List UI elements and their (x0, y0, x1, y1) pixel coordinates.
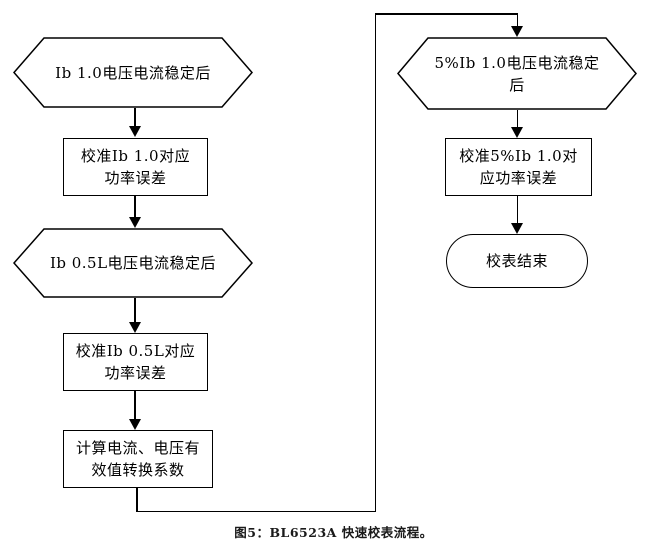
hexagon-shape (13, 228, 253, 298)
node-5ib10-stable: 5%Ib 1.0电压电流稳定 后 (397, 37, 637, 110)
arrow-down-icon (129, 126, 141, 137)
connector-cal-to-ib05l (134, 196, 136, 218)
arrow-down-icon (511, 127, 523, 138)
node-label: Ib 0.5L电压电流稳定后 (49, 254, 217, 272)
connector-ib10-to-cal (134, 108, 136, 127)
arrow-down-icon (129, 419, 141, 430)
connector-feedback-into-hex (516, 13, 518, 27)
node-label: 校准5%Ib 1.0对 应功率误差 (459, 147, 578, 187)
node-calibration-end: 校表结束 (446, 234, 588, 288)
hexagon-shape (13, 37, 253, 108)
node-ib05l-stable: Ib 0.5L电压电流稳定后 (13, 228, 253, 298)
node-label: 5%Ib 1.0电压电流稳定 后 (434, 53, 600, 94)
node-calibrate-ib05l: 校准Ib 0.5L对应 功率误差 (63, 333, 208, 391)
node-calc-rms-coeff: 计算电流、电压有 效值转换系数 (63, 430, 213, 488)
connector-feedback-right-top (374, 13, 518, 15)
node-label: 计算电流、电压有 效值转换系数 (75, 439, 200, 479)
node-label: 校准Ib 1.0对应 功率误差 (80, 147, 191, 187)
arrow-down-icon (511, 26, 523, 37)
connector-cal-to-end (516, 196, 518, 224)
arrow-down-icon (129, 217, 141, 228)
connector-ib05l-to-cal (134, 298, 136, 323)
node-ib10-stable: Ib 1.0电压电流稳定后 (13, 37, 253, 108)
connector-cal-to-calc (134, 391, 136, 420)
hexagon-shape (397, 37, 637, 110)
node-label: 校表结束 (485, 252, 548, 270)
node-calibrate-5ib10: 校准5%Ib 1.0对 应功率误差 (445, 138, 592, 196)
connector-feedback-down (136, 488, 138, 512)
node-label: 校准Ib 0.5L对应 功率误差 (75, 342, 196, 382)
connector-feedback-right-bottom (136, 510, 376, 512)
node-label: Ib 1.0电压电流稳定后 (55, 63, 211, 82)
figure-caption: 图5：BL6523A 快速校表流程。 (234, 525, 433, 540)
node-calibrate-ib10: 校准Ib 1.0对应 功率误差 (63, 138, 208, 196)
arrow-down-icon (511, 223, 523, 234)
connector-feedback-up (374, 13, 376, 512)
arrow-down-icon (129, 322, 141, 333)
connector-5ib10-to-cal (516, 110, 518, 128)
